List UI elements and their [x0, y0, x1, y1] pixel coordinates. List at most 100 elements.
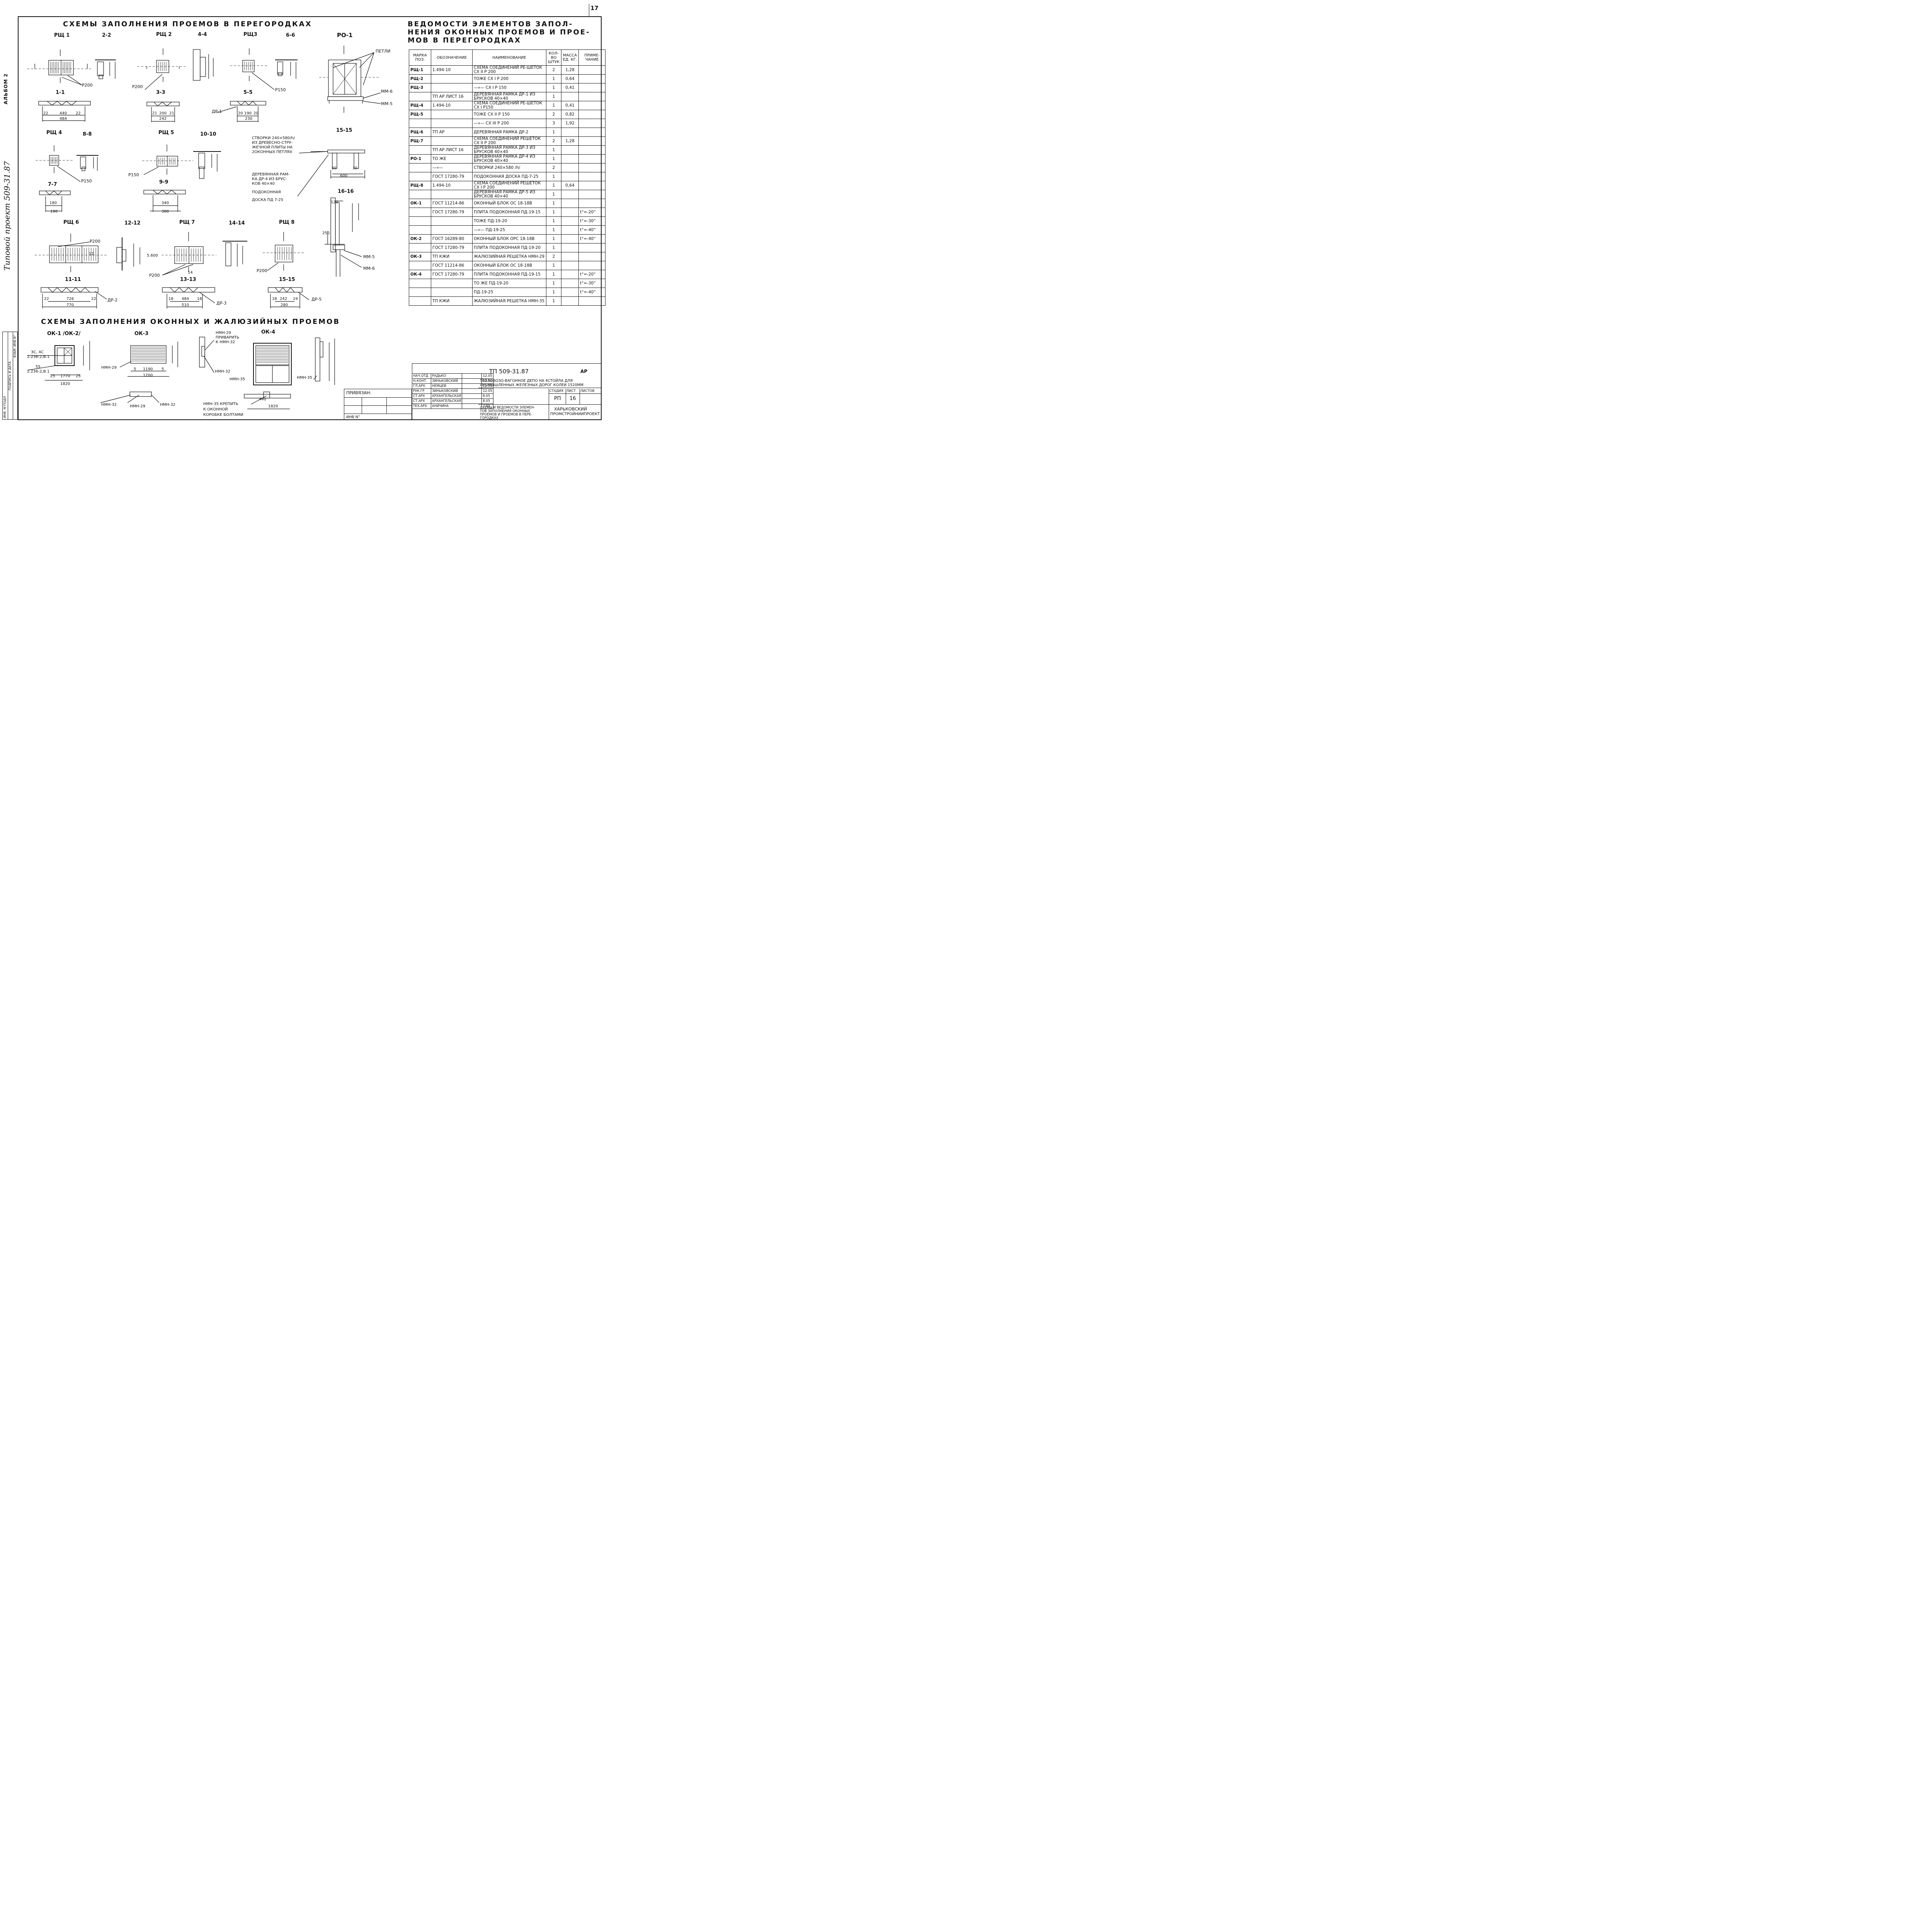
- signer-name: РАДЬКО: [430, 373, 463, 379]
- spec-cell-mark: [409, 225, 431, 235]
- dim-5-b: 5: [162, 367, 164, 371]
- spec-cell-qty: 1: [546, 83, 561, 92]
- spec-header-name: НАИМЕНОВАНИЕ: [472, 49, 546, 66]
- callout-ok-2236a: 2.236-2,В.1: [27, 355, 50, 359]
- sheet-title-2: ТОВ ЗАПОЛНЕНИЯ ОКОННЫХ: [480, 409, 530, 413]
- spec-cell-note: [578, 261, 605, 270]
- callout-dr3: ДР-3: [216, 301, 227, 306]
- spec-cell-qty: 1: [546, 181, 561, 190]
- spec-cell-name: ЖАЛЮЗИЙНАЯ РЕШЕТКА НМН-35: [472, 296, 546, 306]
- spec-cell-designation: ТО ЖЕ: [431, 154, 473, 163]
- spec-cell-name: ТОЖЕ ПД-19-20: [472, 216, 546, 226]
- rsch1-elevation: [27, 49, 92, 85]
- spec-cell-designation: [431, 119, 473, 128]
- spec-cell-qty: 1: [546, 234, 561, 243]
- spec-cell-note: [578, 181, 605, 190]
- label-9-9: 9-9: [159, 179, 168, 185]
- spec-cell-designation: [431, 136, 473, 146]
- dim-340: 340: [162, 201, 169, 205]
- callout-ok-3c4c: 3С, 4С: [31, 350, 44, 354]
- project-title-2: ПРОМЫШЛЕННЫХ ЖЕЛЕЗНЫХ ДОРОГ КОЛЕИ 1520ММ: [480, 383, 583, 387]
- spec-cell-qty: 2: [546, 65, 561, 75]
- spec-cell-mass: [561, 199, 579, 208]
- dim-120: 120: [331, 200, 338, 204]
- dim-770: 770: [66, 303, 74, 307]
- callout-nmn32-a: НМН-32: [215, 369, 230, 374]
- spec-cell-note: t°=-30°: [578, 216, 605, 226]
- ok1-elevation: [27, 341, 90, 381]
- signer-role: НАЧ.ОТД: [412, 373, 431, 379]
- spec-cell-designation: ТП АР ЛИСТ 16: [431, 92, 473, 101]
- dim-484-b: 484: [182, 297, 189, 301]
- tb-line: [478, 404, 602, 405]
- spec-cell-designation: —»—: [431, 163, 473, 172]
- label-6-6: 6-6: [286, 32, 295, 38]
- spec-cell-note: [578, 136, 605, 146]
- spec-cell-mark: РЩ-1: [409, 65, 431, 75]
- label-10-10: 10-10: [200, 131, 216, 137]
- spec-cell-designation: ГОСТ 11214-86: [431, 199, 473, 208]
- spec-cell-mass: [561, 234, 579, 243]
- label-12-12: 12-12: [124, 220, 141, 226]
- callout-nmn29-c: НМН-29: [130, 404, 145, 409]
- spec-cell-mark: [409, 172, 431, 181]
- label-ro1: РО-1: [337, 32, 353, 39]
- dim-440: 440: [60, 111, 67, 116]
- callout-krepit-1: НМН-35 КРЕПИТЬ: [203, 402, 238, 406]
- spec-cell-note: [578, 74, 605, 83]
- callout-privarit-2: К НМН-32: [216, 340, 235, 344]
- spec-cell-note: [578, 154, 605, 163]
- signer-role: СТ.АРХ: [412, 398, 431, 404]
- section-10-10: [193, 151, 221, 179]
- stage-header: СТАДИЯ: [549, 389, 563, 393]
- spec-cell-mass: [561, 208, 579, 217]
- callout-p200-d: Р200: [149, 273, 160, 278]
- label-rsch1: РЩ 1: [54, 32, 70, 38]
- spec-cell-note: [578, 83, 605, 92]
- inv-no-label: ИНВ N°: [346, 415, 360, 419]
- callout-ramka-3: КОВ 40×40: [252, 182, 275, 186]
- spec-cell-qty: 1: [546, 225, 561, 235]
- ro1-elevation: [319, 46, 381, 113]
- heading-spec-3: МОВ В ПЕРЕГОРОДКАХ: [408, 36, 521, 44]
- dim-250-a: 250: [322, 231, 330, 235]
- section-15-15-ro1: [297, 150, 365, 197]
- label-11-11: 11-11: [65, 277, 81, 283]
- callout-ok-55: 55: [36, 365, 41, 369]
- dim-726: 726: [66, 297, 74, 301]
- dim-30-b: 30: [352, 166, 357, 170]
- signer-date: 12.05: [481, 388, 493, 394]
- spec-cell-mass: [561, 163, 579, 172]
- spec-cell-name: —»— СХ I Р 150: [472, 83, 546, 92]
- section-13-13: [162, 287, 215, 308]
- spec-cell-name: ПЛИТА ПОДОКОННАЯ ПД-19-20: [472, 243, 546, 252]
- spec-cell-designation: [431, 74, 473, 83]
- callout-privarit-1: ПРИВАРИТЬ: [216, 335, 240, 340]
- spec-cell-mass: [561, 172, 579, 181]
- spec-cell-designation: 1.494-10: [431, 101, 473, 110]
- dim-1190: 1190: [143, 367, 153, 371]
- spec-cell-qty: 1: [546, 128, 561, 137]
- spec-cell-qty: 1: [546, 199, 561, 208]
- dim-510: 510: [182, 303, 189, 307]
- spec-cell-designation: ГОСТ 17280-79: [431, 172, 473, 181]
- spec-cell-mass: [561, 225, 579, 235]
- spec-cell-name: ТОЖЕ СХ II Р 150: [472, 110, 546, 119]
- dim-22-d: 22: [91, 297, 96, 301]
- spec-cell-name: СХЕМА СОЕДИНЕНИЙ РЕ-ШЕТОК СХ I Р150: [472, 101, 546, 110]
